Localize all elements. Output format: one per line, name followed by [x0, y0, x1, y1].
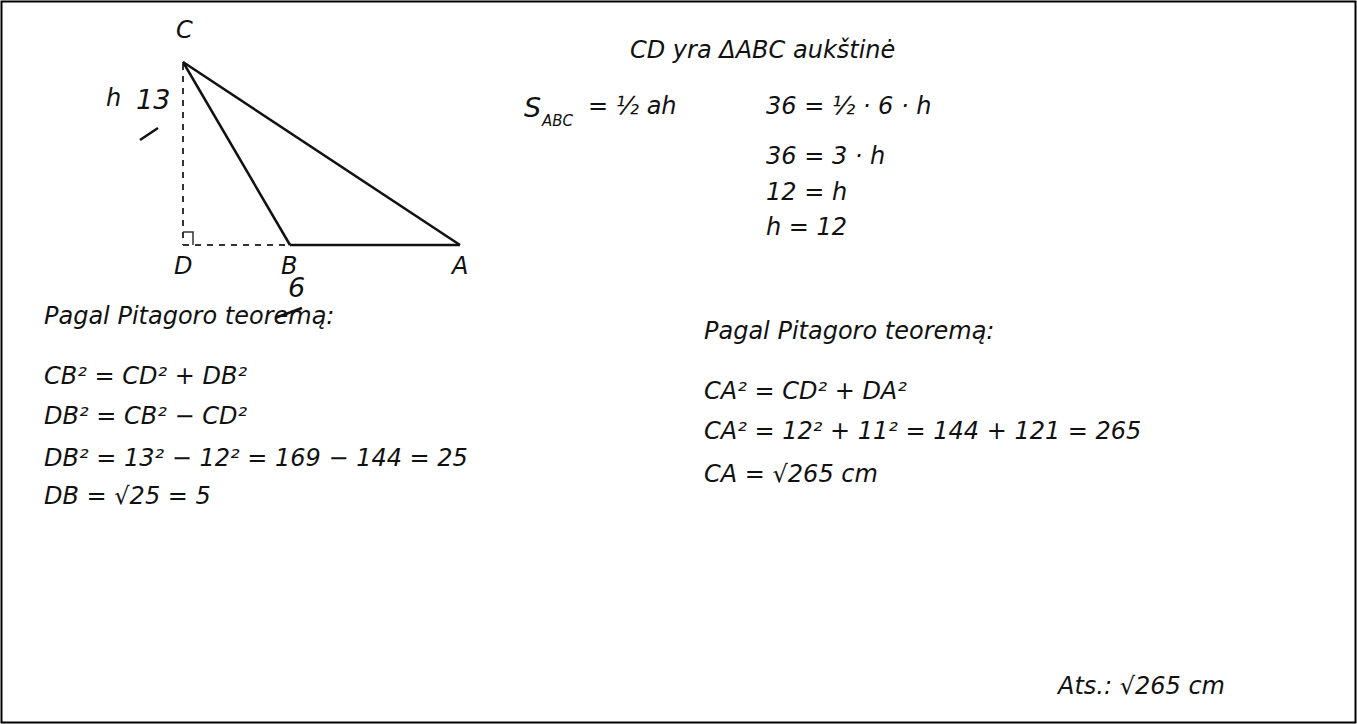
equation-line: 12 = h — [766, 178, 847, 207]
point-label: D — [174, 252, 192, 281]
answer-text: Ats.: √265 cm — [1058, 672, 1225, 701]
equation-line: DB² = 13² − 12² = 169 − 144 = 25 — [44, 444, 468, 473]
equation-line: CA² = 12² + 11² = 144 + 121 = 265 — [704, 417, 1141, 446]
formula-text: S — [524, 92, 541, 124]
length-label: 6 — [288, 272, 305, 304]
equation-line: 36 = ½ · 6 · h — [766, 92, 931, 121]
heading-text: Pagal Pitagoro teoremą: — [704, 317, 994, 346]
heading-text: Pagal Pitagoro teoremą: — [44, 302, 334, 331]
equation-line: DB² = CB² − CD² — [44, 402, 247, 431]
length-label: 13 — [136, 84, 170, 116]
note-text: CD yra ΔABC aukštinė — [630, 36, 895, 65]
point-label: A — [452, 252, 468, 281]
point-label: C — [176, 16, 193, 45]
equation-line: CA² = CD² + DA² — [704, 377, 907, 406]
equation-line: CB² = CD² + DB² — [44, 362, 247, 391]
equation-line: 36 = 3 · h — [766, 142, 885, 171]
formula-subscript: ABC — [542, 112, 573, 130]
equation-line: h = 12 — [766, 213, 847, 242]
formula-text: = ½ ah — [588, 92, 677, 121]
height-label: h — [106, 84, 121, 113]
equation-line: DB = √25 = 5 — [44, 482, 211, 511]
equation-line: CA = √265 cm — [704, 460, 878, 489]
